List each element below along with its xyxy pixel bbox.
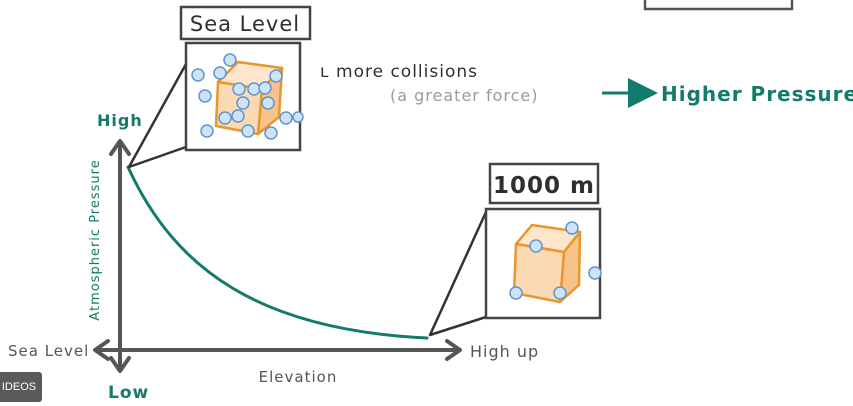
air-particles-sparse	[509, 221, 602, 300]
air-particles-dense	[191, 53, 304, 140]
note-higher-pressure: Higher Pressure	[661, 82, 853, 106]
note-more-collisions: ʟ more collisions	[320, 62, 478, 82]
high-title-frame	[488, 162, 600, 205]
y-label-high: High	[97, 111, 143, 130]
y-axis-arrow-up	[109, 139, 131, 156]
x-axis-arrow-left	[93, 339, 110, 361]
sea-level-title: Sea Level	[190, 12, 300, 36]
sea-level-title-frame	[179, 5, 312, 41]
zoom-lines-high	[428, 211, 488, 337]
x-label-high-up: High up	[470, 342, 539, 361]
note-greater-force: (a greater force)	[390, 86, 538, 105]
offscreen-frame-partial	[643, 0, 794, 11]
high-title: 1000 m	[493, 173, 595, 199]
x-axis-title: Elevation	[259, 368, 338, 386]
sea-level-box: Sea Level	[179, 5, 312, 152]
cube-icon-small	[512, 223, 582, 304]
y-label-low: Low	[108, 383, 149, 403]
y-axis-arrow-down	[109, 356, 131, 373]
axes	[93, 139, 462, 373]
x-axis-arrow-right	[445, 339, 462, 361]
y-axis-title: Atmospheric Pressure	[88, 159, 103, 320]
x-label-sea-level: Sea Level	[8, 342, 89, 360]
pressure-curve	[126, 165, 429, 340]
high-elevation-box: 1000 m	[484, 162, 602, 320]
zoom-lines-sea-level	[127, 63, 188, 169]
videos-badge[interactable]: IDEOS	[0, 372, 42, 402]
